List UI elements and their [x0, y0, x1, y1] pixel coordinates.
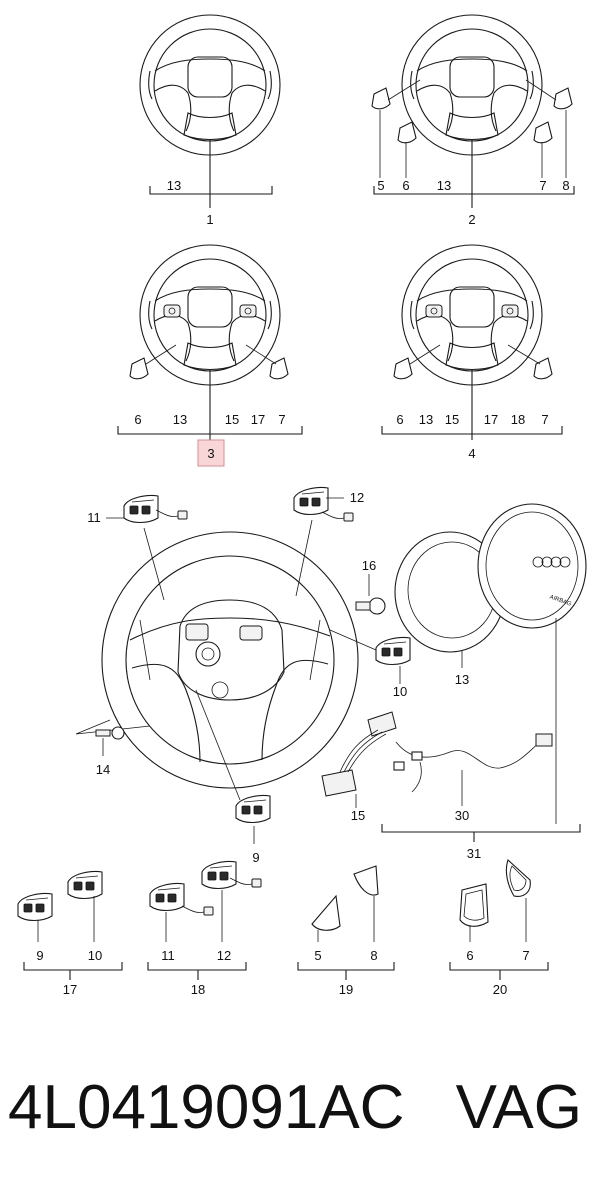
label-ex-9: 9: [252, 850, 259, 865]
label-4-18: 18: [511, 412, 525, 427]
kit-17: 9 10 17: [17, 870, 123, 997]
assembly-1: 13 1: [139, 14, 281, 227]
label-4-6: 6: [396, 412, 403, 427]
label-2-6: 6: [402, 178, 409, 193]
exploded-view: 11 12 16 10 13 AIRBAG: [75, 486, 587, 865]
label-18-11: 11: [161, 948, 175, 963]
label-3-6: 6: [134, 412, 141, 427]
assembly-2: 5 6 13 7 8 2: [371, 14, 575, 227]
label-20-7: 7: [522, 948, 529, 963]
label-ex-31: 31: [467, 846, 481, 861]
label-ex-13: 13: [455, 672, 469, 687]
label-19-5: 5: [314, 948, 321, 963]
label-17-10: 10: [88, 948, 102, 963]
label-4-15: 15: [445, 412, 459, 427]
assembly-4: 6 13 15 17 18 7 4: [381, 245, 563, 461]
label-2-8: 8: [562, 178, 569, 193]
label-assembly-2: 2: [468, 212, 475, 227]
label-17-9: 9: [36, 948, 43, 963]
label-ex-10: 10: [393, 684, 407, 699]
label-20-6: 6: [466, 948, 473, 963]
brand-name: VAG: [455, 1073, 582, 1142]
label-1-13: 13: [167, 178, 181, 193]
label-kit-18: 18: [191, 982, 205, 997]
label-assembly-3: 3: [207, 446, 214, 461]
label-kit-20: 20: [493, 982, 507, 997]
label-ex-16: 16: [362, 558, 376, 573]
assembly-3: 6 13 15 17 7 3: [117, 245, 303, 467]
label-assembly-1: 1: [206, 212, 213, 227]
label-4-17: 17: [484, 412, 498, 427]
label-ex-30: 30: [455, 808, 469, 823]
label-2-13: 13: [437, 178, 451, 193]
label-kit-17: 17: [63, 982, 77, 997]
label-2-5: 5: [377, 178, 384, 193]
label-ex-15: 15: [351, 808, 365, 823]
label-3-17: 17: [251, 412, 265, 427]
label-3-13: 13: [173, 412, 187, 427]
label-3-7: 7: [278, 412, 285, 427]
kit-19: 5 8 19: [297, 865, 395, 997]
label-assembly-4: 4: [468, 446, 475, 461]
label-18-12: 12: [217, 948, 231, 963]
kit-18: 11 12 18: [147, 860, 262, 997]
label-2-7: 7: [539, 178, 546, 193]
parts-diagram: 13 1 5 6 13 7 8 2 6 13 15 17 7: [17, 14, 587, 997]
label-4-7: 7: [541, 412, 548, 427]
label-4-13: 13: [419, 412, 433, 427]
part-number: 4L0419091AC: [8, 1073, 405, 1142]
label-ex-11: 11: [87, 510, 101, 525]
kit-20: 6 7 20: [449, 859, 549, 997]
label-19-8: 8: [370, 948, 377, 963]
label-kit-19: 19: [339, 982, 353, 997]
label-3-15: 15: [225, 412, 239, 427]
assembly-3-highlight: [197, 439, 225, 467]
label-ex-12: 12: [350, 490, 364, 505]
label-ex-14: 14: [96, 762, 110, 777]
